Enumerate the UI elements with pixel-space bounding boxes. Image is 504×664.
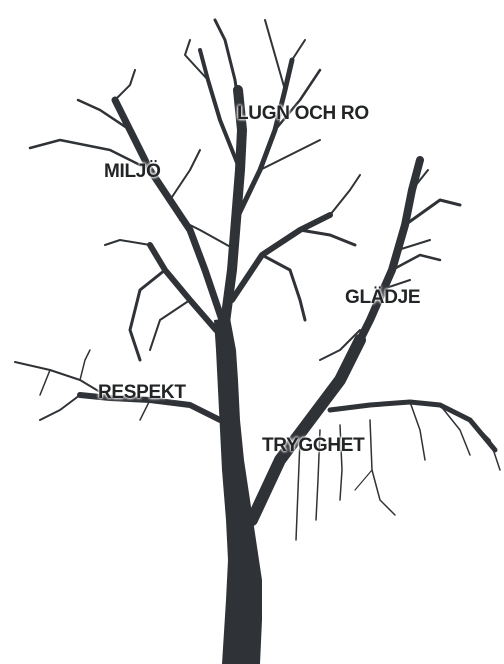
branch-right-upper [232, 215, 330, 300]
label-gladje: GLÄDJE [345, 288, 420, 307]
label-trygghet: TRYGGHET [262, 436, 364, 455]
tree-trunk [214, 318, 262, 664]
label-lugn-och-ro: LUGN OCH RO [237, 104, 369, 123]
branch-left-miljo [115, 100, 222, 320]
label-miljo: MILJÖ [104, 162, 161, 181]
label-respekt: RESPEKT [98, 383, 186, 402]
branch-left-mid [150, 245, 216, 330]
